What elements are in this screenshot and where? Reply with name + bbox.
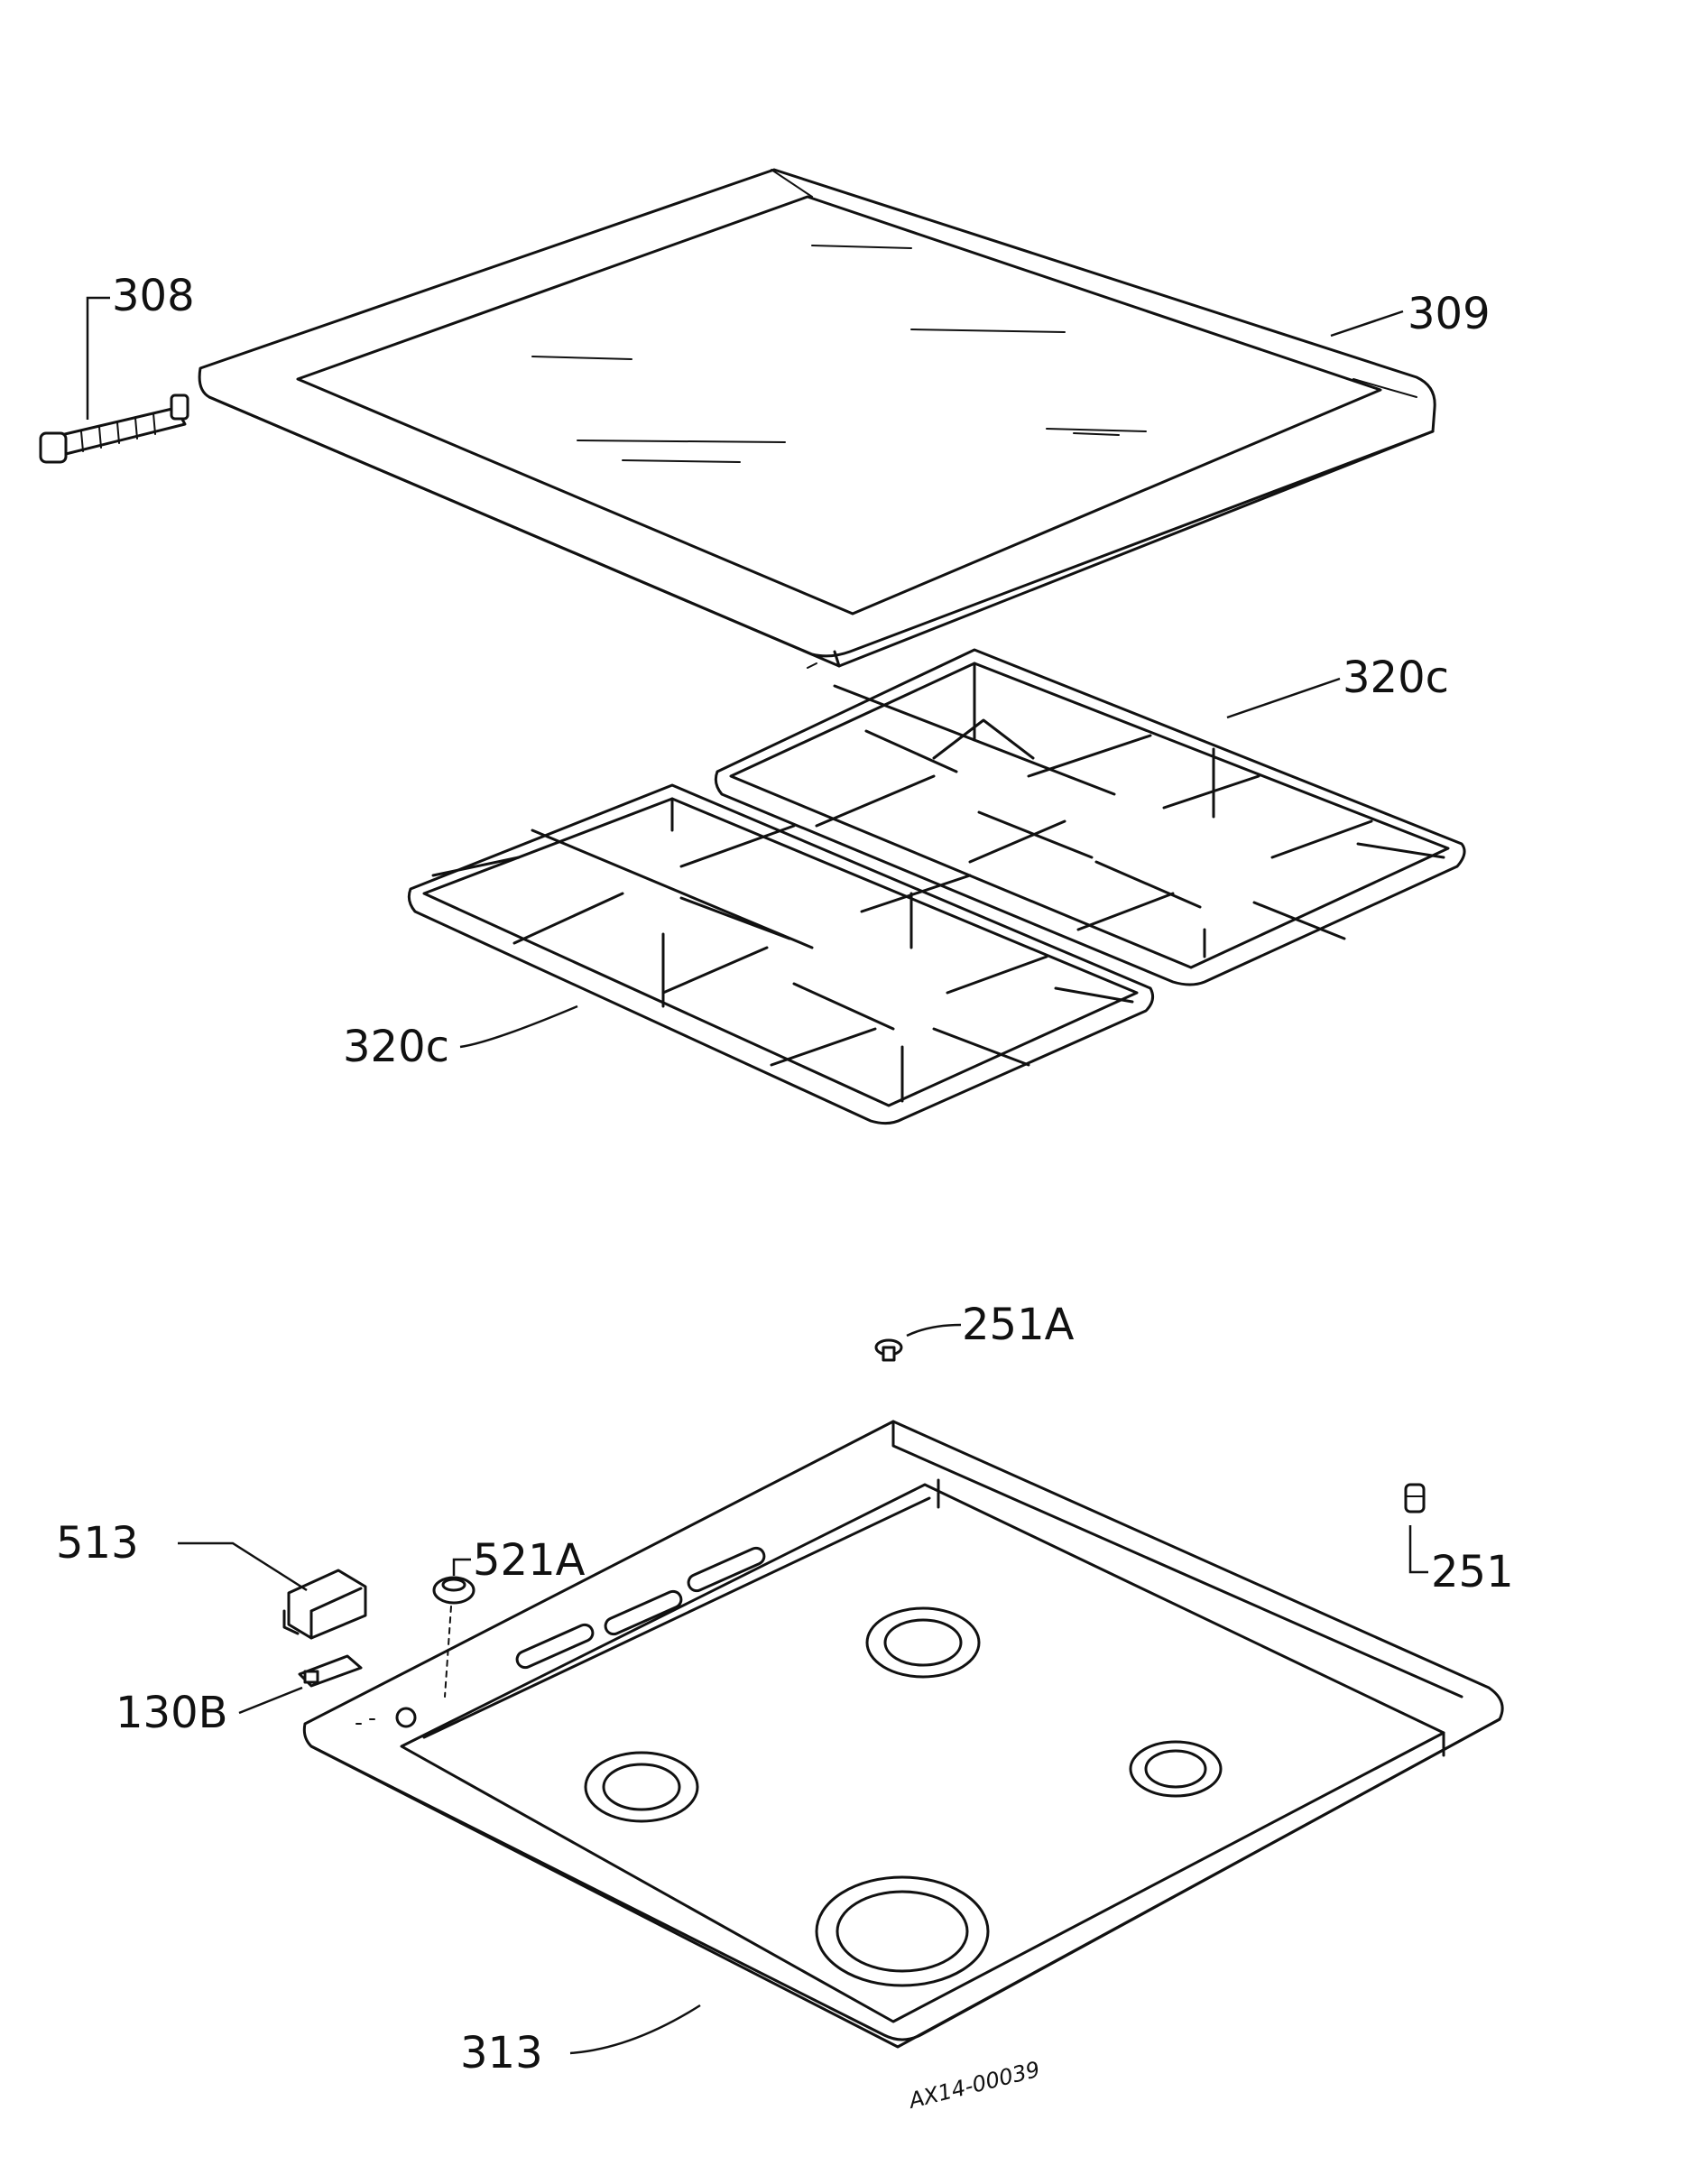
hob-top-313 xyxy=(302,1420,1504,2049)
leader-lines xyxy=(86,296,1428,2055)
pan-support-320c-right xyxy=(714,648,1466,986)
drawing-code: AX14-00039 xyxy=(905,2057,1043,2115)
knob-521a xyxy=(432,1576,475,1698)
switch-513 xyxy=(282,1569,367,1640)
screw-251a xyxy=(874,1338,903,1362)
label-251: 251 xyxy=(1431,1547,1514,1597)
label-251a: 251A xyxy=(962,1300,1075,1350)
pan-support-320c-left xyxy=(407,783,1155,1125)
label-309: 309 xyxy=(1408,289,1491,339)
label-513: 513 xyxy=(56,1518,139,1569)
clip-130b xyxy=(298,1654,363,1688)
label-521a: 521A xyxy=(473,1535,586,1586)
label-313: 313 xyxy=(460,2028,543,2078)
label-320c-left: 320c xyxy=(343,1022,449,1072)
glass-lid-309 xyxy=(198,168,1436,669)
hinge-pin-308 xyxy=(39,393,189,464)
bolt-251 xyxy=(1404,1483,1426,1513)
label-308: 308 xyxy=(112,271,195,321)
label-320c-right: 320c xyxy=(1343,653,1449,703)
label-130b: 130B xyxy=(115,1688,228,1738)
